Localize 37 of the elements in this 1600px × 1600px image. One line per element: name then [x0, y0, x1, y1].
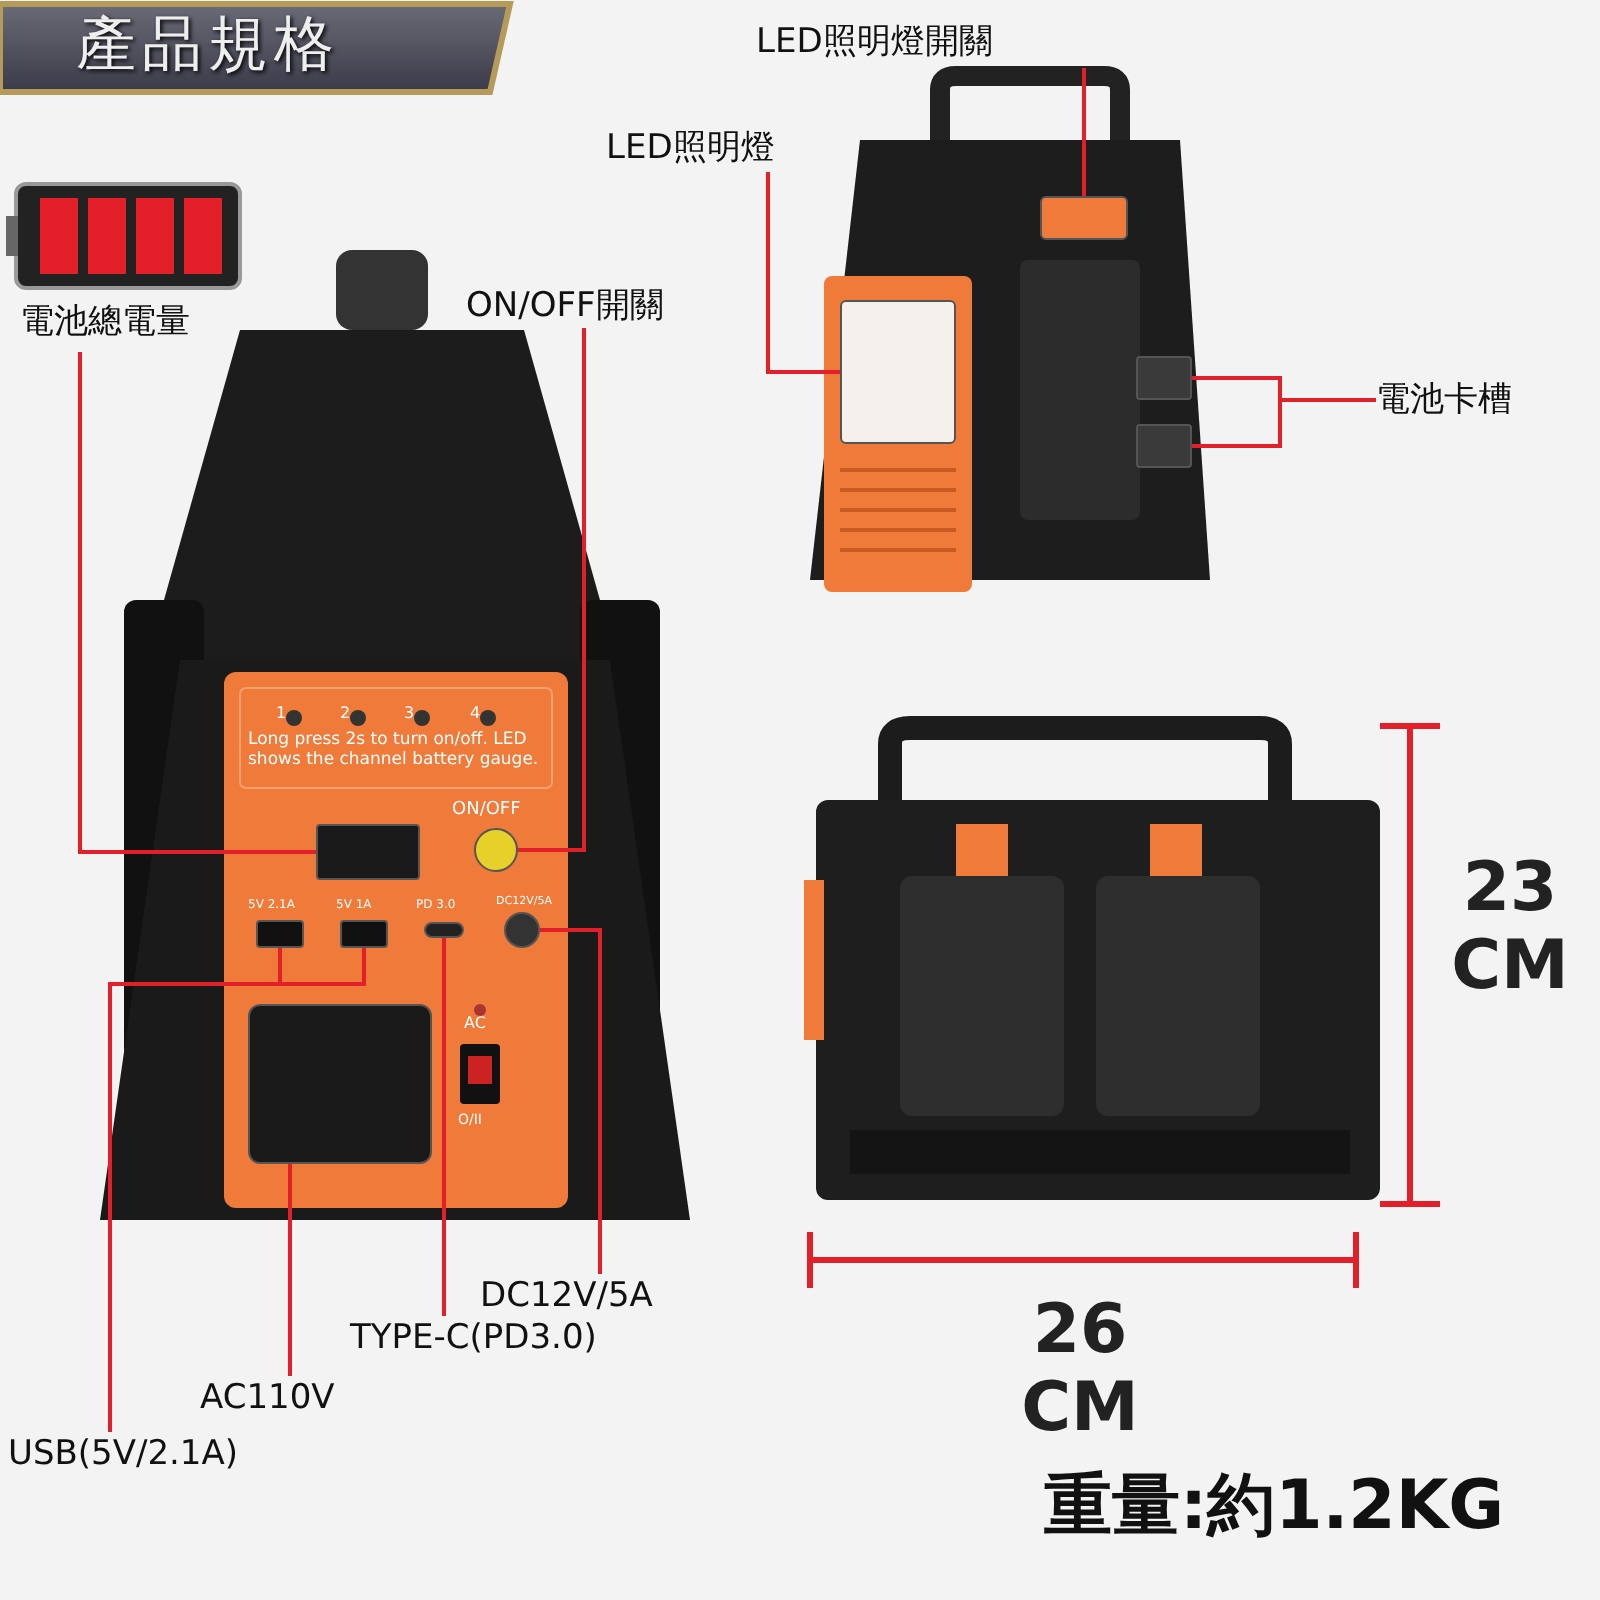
leader-line — [78, 352, 316, 854]
leader-line — [766, 172, 840, 374]
channel-number: 1 — [276, 704, 287, 723]
callout-label: ON/OFF開關 — [466, 284, 664, 328]
usb-port — [340, 920, 388, 948]
panel-label: ON/OFF — [452, 800, 521, 821]
usb-port — [256, 920, 304, 948]
dimension-label: 26 CM — [1019, 1292, 1141, 1449]
battery-gauge-display — [316, 824, 420, 880]
leader-line — [1082, 68, 1086, 196]
instruction-text: Long press 2s to turn on/off. LED shows the channel battery gauge. — [248, 732, 541, 772]
leader-line — [540, 928, 602, 1274]
leader-line — [518, 328, 586, 852]
channel-number: 4 — [470, 704, 481, 723]
leader-line — [288, 1164, 292, 1376]
channel-number: 3 — [404, 704, 415, 723]
weight-label: 重量:約1.2KG — [1044, 1468, 1505, 1547]
ac-socket — [248, 1004, 432, 1164]
title: 產品規格 — [76, 8, 340, 84]
callout-label: 電池總電量 — [20, 300, 190, 344]
light-switch — [1040, 196, 1128, 240]
battery-slot — [1136, 356, 1192, 400]
callout-label: USB(5V/2.1A) — [8, 1432, 238, 1476]
usb-c-port — [424, 922, 464, 938]
callout-label: TYPE-C(PD3.0) — [350, 1316, 597, 1360]
callout-label: DC12V/5A — [480, 1274, 653, 1318]
dimension-label: 23 CM — [1449, 850, 1571, 1007]
panel-label: AC — [464, 1014, 486, 1033]
leader-line — [442, 938, 446, 1316]
led-lamp — [840, 300, 956, 444]
callout-label: 電池卡槽 — [1376, 378, 1512, 422]
callout-label: AC110V — [200, 1376, 335, 1420]
channel-number: 2 — [340, 704, 351, 723]
battery-slot — [1136, 424, 1192, 468]
callout-label: LED照明燈 — [606, 126, 775, 170]
callout-label: LED照明燈開關 — [756, 20, 993, 64]
leader-line — [1192, 398, 1376, 448]
